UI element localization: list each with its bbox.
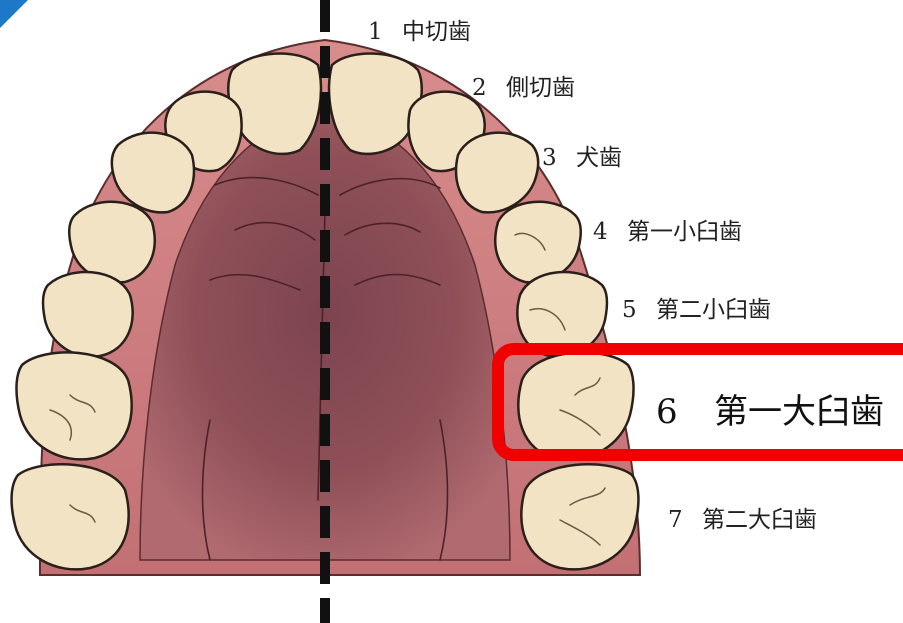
tooth-number: 3 bbox=[542, 145, 576, 171]
tooth-name: 中切歯 bbox=[402, 19, 471, 45]
corner-mark bbox=[0, 0, 28, 28]
tooth-number: 7 bbox=[668, 507, 702, 533]
tooth-number: 6 bbox=[656, 392, 714, 432]
tooth-name: 第一大臼歯 bbox=[714, 392, 884, 432]
tooth-name: 第二小臼歯 bbox=[656, 297, 771, 323]
tooth-number: 1 bbox=[368, 19, 402, 45]
tooth-number: 2 bbox=[472, 75, 506, 101]
tooth-name: 犬歯 bbox=[576, 145, 622, 171]
tooth-number: 4 bbox=[593, 219, 627, 245]
tooth-name: 第一小臼歯 bbox=[627, 219, 742, 245]
tooth-name: 側切歯 bbox=[506, 75, 575, 101]
tooth-number: 5 bbox=[622, 297, 656, 323]
tooth-name: 第二大臼歯 bbox=[702, 507, 817, 533]
